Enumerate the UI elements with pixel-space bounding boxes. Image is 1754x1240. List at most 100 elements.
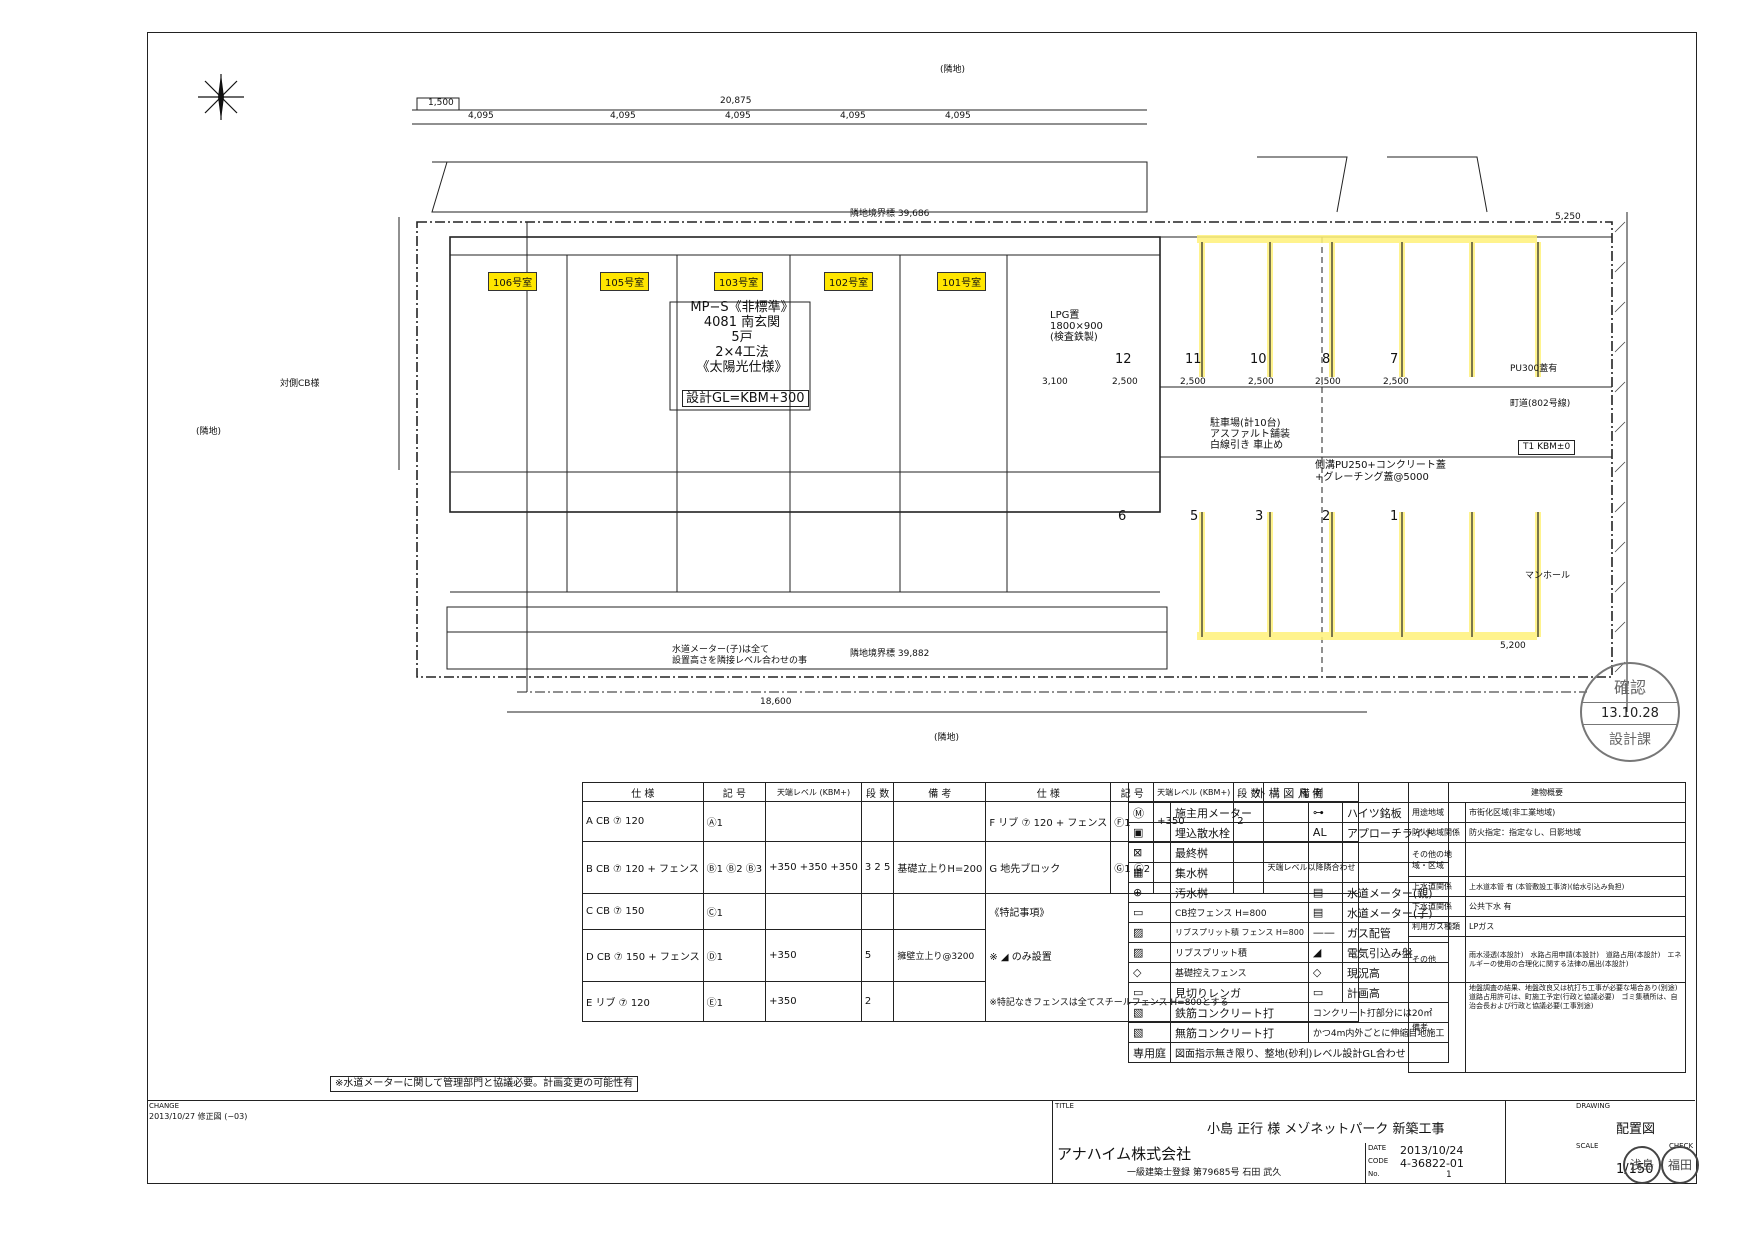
date-label: DATE <box>1368 1144 1387 1152</box>
table-cell: Ⓑ1 Ⓑ2 Ⓑ3 <box>702 841 767 894</box>
spec-header-4: 備 考 <box>893 782 987 802</box>
table-row: ▧鉄筋コンクリート打コンクリート打部分には20㎡ <box>1128 1002 1450 1023</box>
legend-icon: ⊕ <box>1128 882 1171 903</box>
legend-icon: ◢ <box>1307 942 1343 963</box>
table-cell: 施主用メーター <box>1170 802 1309 823</box>
manhole-label: マンホール <box>1525 571 1571 581</box>
dim-top-4: 4,095 <box>840 111 866 121</box>
legend-icon: AL <box>1307 822 1343 843</box>
stamp-date: 13.10.28 <box>1582 702 1678 725</box>
dim-top-1: 4,095 <box>468 111 494 121</box>
parking-note-line-1: 駐車場(計10台) <box>1210 418 1281 429</box>
table-cell <box>765 893 862 930</box>
legend-icon: ▭ <box>1128 902 1171 923</box>
stamp-bottom: 設計課 <box>1609 732 1651 748</box>
table-cell: Ⓔ1 <box>702 981 767 1022</box>
table-cell: 擁壁立上り@3200 <box>893 929 987 982</box>
legend-icon: ⊠ <box>1128 842 1171 863</box>
change-column-divider <box>1052 1101 1053 1183</box>
table-cell: 見切りレンガ <box>1170 982 1309 1003</box>
parking-no-10: 10 <box>1250 352 1267 367</box>
parking-no-1: 1 <box>1390 509 1399 524</box>
table-row: 下水道関係公共下水 有 <box>1408 896 1686 917</box>
parking-dim-0: 3,100 <box>1042 377 1068 387</box>
dim-top-2: 4,095 <box>610 111 636 121</box>
approval-stamp: 確認 13.10.28 設計課 <box>1580 662 1680 762</box>
table-cell <box>1465 842 1686 877</box>
room-102: 102号室 <box>824 272 874 291</box>
parking-dim-2: 2,500 <box>1180 377 1206 387</box>
table-cell: 用途地域 <box>1408 802 1466 823</box>
table-cell: 埋込散水栓 <box>1170 822 1309 843</box>
stamp-top: 確認 <box>1613 678 1646 697</box>
table-cell: 雨水浸透(本設計) 水路占用申請(本設計) 道路占用(本設計) エネルギーの使用… <box>1465 936 1686 983</box>
table-cell: 防火地域関係 <box>1408 822 1466 843</box>
parking-dim-1: 2,500 <box>1112 377 1138 387</box>
table-cell: 利用ガス種類 <box>1408 916 1466 937</box>
table-cell: D CB ⑦ 150 + フェンス <box>582 929 704 982</box>
sheet-border <box>147 32 1697 1184</box>
parking-dim-5: 2,500 <box>1383 377 1409 387</box>
table-cell: 防火指定：指定なし、日影地域 <box>1465 822 1686 843</box>
legend-icon: ▭ <box>1307 982 1343 1003</box>
architect-registration: 一級建築士登録 第79685号 石田 武久 <box>1127 1168 1282 1178</box>
table-row: ⊕汚水桝▤水道メーター(親) <box>1128 882 1450 903</box>
table-row: ▨リブスプリット積◢電気引込み盤 <box>1128 942 1450 963</box>
info-table: 建物概要 用途地域市街化区域(非工業地域) 防火地域関係防火指定：指定なし、日影… <box>1408 782 1686 1073</box>
lpg-note-line-3: (検査鉄製) <box>1050 332 1098 343</box>
legend-icon: ▤ <box>1307 902 1343 923</box>
neighbor-left-label: (隣地) <box>196 427 222 437</box>
table-row: 専用庭図面指示無き限り、整地(砂利)レベル設計GL合わせ <box>1128 1042 1450 1063</box>
table-cell: CB控フェンス H=800 <box>1170 902 1309 923</box>
building-code: 4081 南玄関 <box>703 315 781 330</box>
parking-no-5: 5 <box>1190 509 1199 524</box>
table-row: その他雨水浸透(本設計) 水路占用申請(本設計) 道路占用(本設計) エネルギー… <box>1408 936 1686 983</box>
table-cell: +350 +350 +350 <box>765 841 862 894</box>
company-name: アナハイム株式会社 <box>1057 1145 1192 1163</box>
project-title: 小島 正行 様 メゾネットパーク 新築工事 <box>1207 1122 1445 1137</box>
parking-note-line-3: 白線引き 車止め <box>1210 440 1284 451</box>
table-cell: その他 <box>1408 936 1466 983</box>
room-101: 101号室 <box>937 272 987 291</box>
table-cell: 専用庭 <box>1128 1042 1171 1063</box>
bm-top: 隣地境界標 39,686 <box>850 209 930 219</box>
table-cell: LPガス <box>1465 916 1686 937</box>
legend-icon <box>1307 862 1343 883</box>
parking-note-line-2: アスファルト舗装 <box>1210 429 1290 440</box>
table-cell: リブスプリット積 フェンス H=800 <box>1170 922 1309 943</box>
code-label: CODE <box>1368 1157 1389 1165</box>
road-label: 町道(802号線) <box>1510 399 1571 409</box>
t1-label: T1 KBM±0 <box>1518 440 1576 455</box>
dim-total: 20,875 <box>720 96 752 106</box>
change-label: CHANGE <box>149 1102 180 1110</box>
spec-header-2: 天端レベル (KBM+) <box>765 782 862 802</box>
date-box: DATE 2013/10/24 CODE 4-36822-01 No. 1 <box>1365 1143 1506 1183</box>
parking-note: 駐車場(計10台) アスファルト舗装 白線引き 車止め <box>1210 418 1290 451</box>
table-cell: 地盤調査の結果、地盤改良又は杭打ち工事が必要な場合あり(別途) 道路占用許可は、… <box>1465 982 1686 1073</box>
parking-dim-4: 2,500 <box>1315 377 1341 387</box>
dim-bottom: 18,600 <box>760 697 792 707</box>
lpg-note-line-2: 1800×900 <box>1050 321 1103 332</box>
table-cell: 基礎控えフェンス <box>1170 962 1309 983</box>
parking-no-3: 3 <box>1255 509 1264 524</box>
parking-no-6: 6 <box>1118 509 1127 524</box>
bm-bottom: 隣地境界標 39,882 <box>850 649 930 659</box>
table-cell: Ⓓ1 <box>702 929 767 982</box>
room-105: 105号室 <box>600 272 650 291</box>
table-cell: リブスプリット積 <box>1170 942 1309 963</box>
table-cell: 最終桝 <box>1170 842 1309 863</box>
room-103: 103号室 <box>714 272 764 291</box>
table-cell: 下水道関係 <box>1408 896 1466 917</box>
table-row: ▭見切りレンガ▭計画高 <box>1128 982 1450 1003</box>
table-cell: A CB ⑦ 120 <box>582 801 704 842</box>
legend-icon <box>1307 842 1343 863</box>
seal-2-text: 福田 <box>1667 1158 1692 1172</box>
table-cell: 鉄筋コンクリート打 <box>1170 1002 1309 1023</box>
design-gl: 設計GL=KBM+300 <box>682 390 809 407</box>
parking-no-12: 12 <box>1115 352 1132 367</box>
legend-icon: ⊶ <box>1307 802 1343 823</box>
parking-no-7: 7 <box>1390 352 1399 367</box>
